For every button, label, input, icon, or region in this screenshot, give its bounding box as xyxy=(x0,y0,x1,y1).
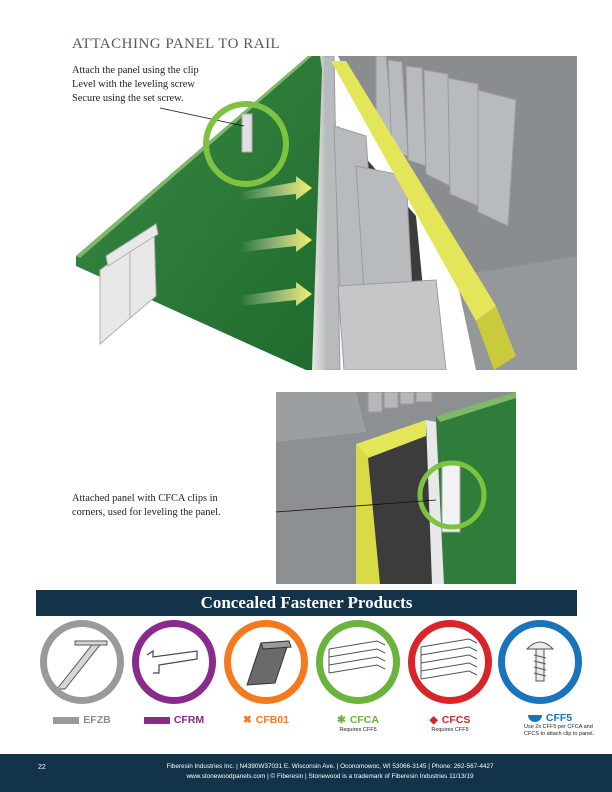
legend-bar-icon xyxy=(143,716,170,724)
cfca-corner-render xyxy=(276,392,516,584)
half-circle-icon xyxy=(527,714,542,722)
z-bar-profile-icon xyxy=(55,640,108,690)
intro-line: Secure using the set screw. xyxy=(72,93,184,104)
footer-address: Fiberesin Industries Inc. | N4390W37031 … xyxy=(166,763,494,770)
cross-icon: ✖ xyxy=(242,714,252,727)
product-code: CFRM xyxy=(173,714,205,726)
product-code: CFB01 xyxy=(255,714,290,726)
intro-text: Attach the panel using the clip Level wi… xyxy=(72,64,272,106)
page-number: 22 xyxy=(38,764,46,771)
clip-caption: Attached panel with CFCA clips in corner… xyxy=(72,492,272,520)
clip-profile-icon xyxy=(328,640,386,674)
cfca-clip-illustration xyxy=(276,392,516,584)
clip-strip-icon xyxy=(420,638,478,680)
product-cfb01: ✖CFB01 xyxy=(220,620,312,730)
product-label: CFRM xyxy=(128,714,220,726)
asterisk-icon: ✱ xyxy=(337,714,346,727)
product-label: EFZB xyxy=(36,714,128,726)
product-image-cff5 xyxy=(498,620,582,704)
intro-line: Level with the leveling screw xyxy=(72,79,195,90)
product-note: Requires CFF5 xyxy=(339,727,377,733)
page-title: ATTACHING PANEL TO RAIL xyxy=(72,36,281,52)
bracket-profile-icon xyxy=(246,640,292,686)
product-note: Requires CFF5 xyxy=(431,727,469,733)
product-code: CFCA xyxy=(349,714,379,726)
product-label: CFF5 xyxy=(504,712,596,724)
product-row: EFZB CFRM ✖CFB01 xyxy=(36,620,594,737)
diamond-icon: ◆ xyxy=(429,714,438,727)
product-image-cfca xyxy=(316,620,400,704)
product-image-efzb xyxy=(40,620,124,704)
product-code: CFCS xyxy=(441,714,471,726)
intro-line: Attach the panel using the clip xyxy=(72,65,199,76)
product-note: Use 2x CFF5 per CFCA and CFCS to attach … xyxy=(524,724,595,737)
screw-icon xyxy=(525,641,555,682)
panel-attachment-illustration xyxy=(76,56,577,370)
product-label: ◆CFCS xyxy=(404,714,496,726)
product-image-cfcs xyxy=(408,620,492,704)
legend-bar-icon xyxy=(53,716,80,724)
product-label: ✖CFB01 xyxy=(220,714,312,726)
product-cfcs: ◆CFCS Requires CFF5 xyxy=(404,620,496,733)
product-cff5: CFF5 Use 2x CFF5 per CFCA and CFCS to at… xyxy=(494,620,594,737)
product-label: ✱CFCA xyxy=(312,714,404,726)
section-header: Concealed Fastener Products xyxy=(36,590,577,616)
caption-line: corners, used for leveling the panel. xyxy=(72,507,221,518)
rail-profile-icon xyxy=(146,649,198,674)
product-code: CFF5 xyxy=(545,712,573,724)
product-efzb: EFZB xyxy=(36,620,128,730)
product-image-cfrm xyxy=(132,620,216,704)
product-code: EFZB xyxy=(83,714,111,726)
product-cfrm: CFRM xyxy=(128,620,220,730)
footer-website: www.stonewoodpanels.com | © Fiberesin | … xyxy=(186,773,474,780)
caption-line: Attached panel with CFCA clips in xyxy=(72,493,218,504)
footer: 22 Fiberesin Industries Inc. | N4390W370… xyxy=(0,754,612,792)
product-image-cfb01 xyxy=(224,620,308,704)
product-cfca: ✱CFCA Requires CFF5 xyxy=(312,620,404,733)
panel-rail-render xyxy=(76,56,577,370)
